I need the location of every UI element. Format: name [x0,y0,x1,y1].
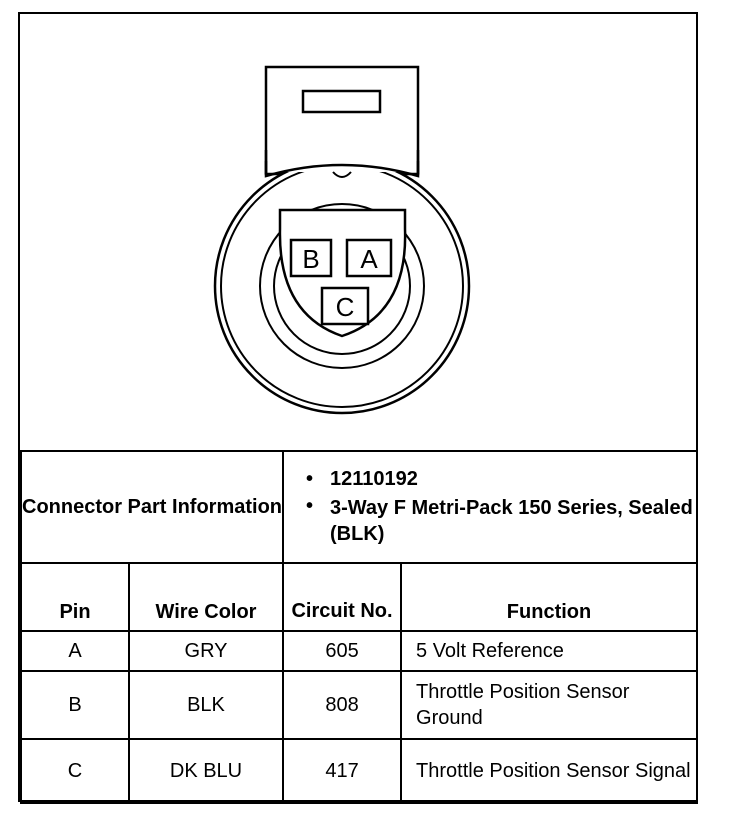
pin-label-a: A [360,244,378,274]
table-row: B BLK 808 Throttle Position Sensor Groun… [20,670,699,740]
circuit-cell: 808 [282,670,403,740]
connector-diagram-frame: B A C Connector Part Information •121101… [18,12,699,804]
part-info-row: Connector Part Information •12110192 •3-… [19,450,699,564]
function-cell: Throttle Position Sensor Signal [400,738,699,804]
key-notch [332,171,352,178]
pin-cell: C [20,738,130,804]
pin-cell: A [20,630,130,672]
middle-ring [259,203,425,369]
cavity-c [320,286,370,326]
wire-color-cell: BLK [127,670,285,740]
part-description: 3-Way F Metri-Pack 150 Series, Sealed (B… [330,496,693,545]
bullet-item: •3-Way F Metri-Pack 150 Series, Sealed (… [306,495,696,547]
header-wire-color: Wire Color [127,562,285,632]
header-circuit: Circuit No. [282,562,403,632]
part-number: 12110192 [330,467,418,490]
circuit-cell: 417 [282,738,403,804]
cavity-a [345,238,393,278]
cavity-b [289,238,333,278]
function-cell: 5 Volt Reference [400,630,699,672]
connector-drawing: B A C [213,65,471,415]
function-cell: Throttle Position Sensor Ground [400,670,699,740]
wire-color-cell: DK BLU [127,738,285,804]
header-function: Function [400,562,699,632]
connector-face-view: B A C [20,14,696,450]
connector-info-table: Connector Part Information •12110192 •3-… [19,450,699,804]
part-info-label: Connector Part Information [19,450,285,564]
pin-label-c: C [336,292,355,322]
pin-label-b: B [302,244,319,274]
wire-color-cell: GRY [127,630,285,672]
tab-window [301,89,382,114]
table-header-row: Pin Wire Color Circuit No. Function [20,562,699,632]
table-row: A GRY 605 5 Volt Reference [20,630,699,672]
circuit-cell: 605 [282,630,403,672]
pin-cell: B [20,670,130,740]
header-pin: Pin [20,562,130,632]
table-row: C DK BLU 417 Throttle Position Sensor Si… [20,738,699,804]
part-info-bullets: •12110192 •3-Way F Metri-Pack 150 Series… [282,450,699,564]
bullet-item: •12110192 [306,467,418,490]
